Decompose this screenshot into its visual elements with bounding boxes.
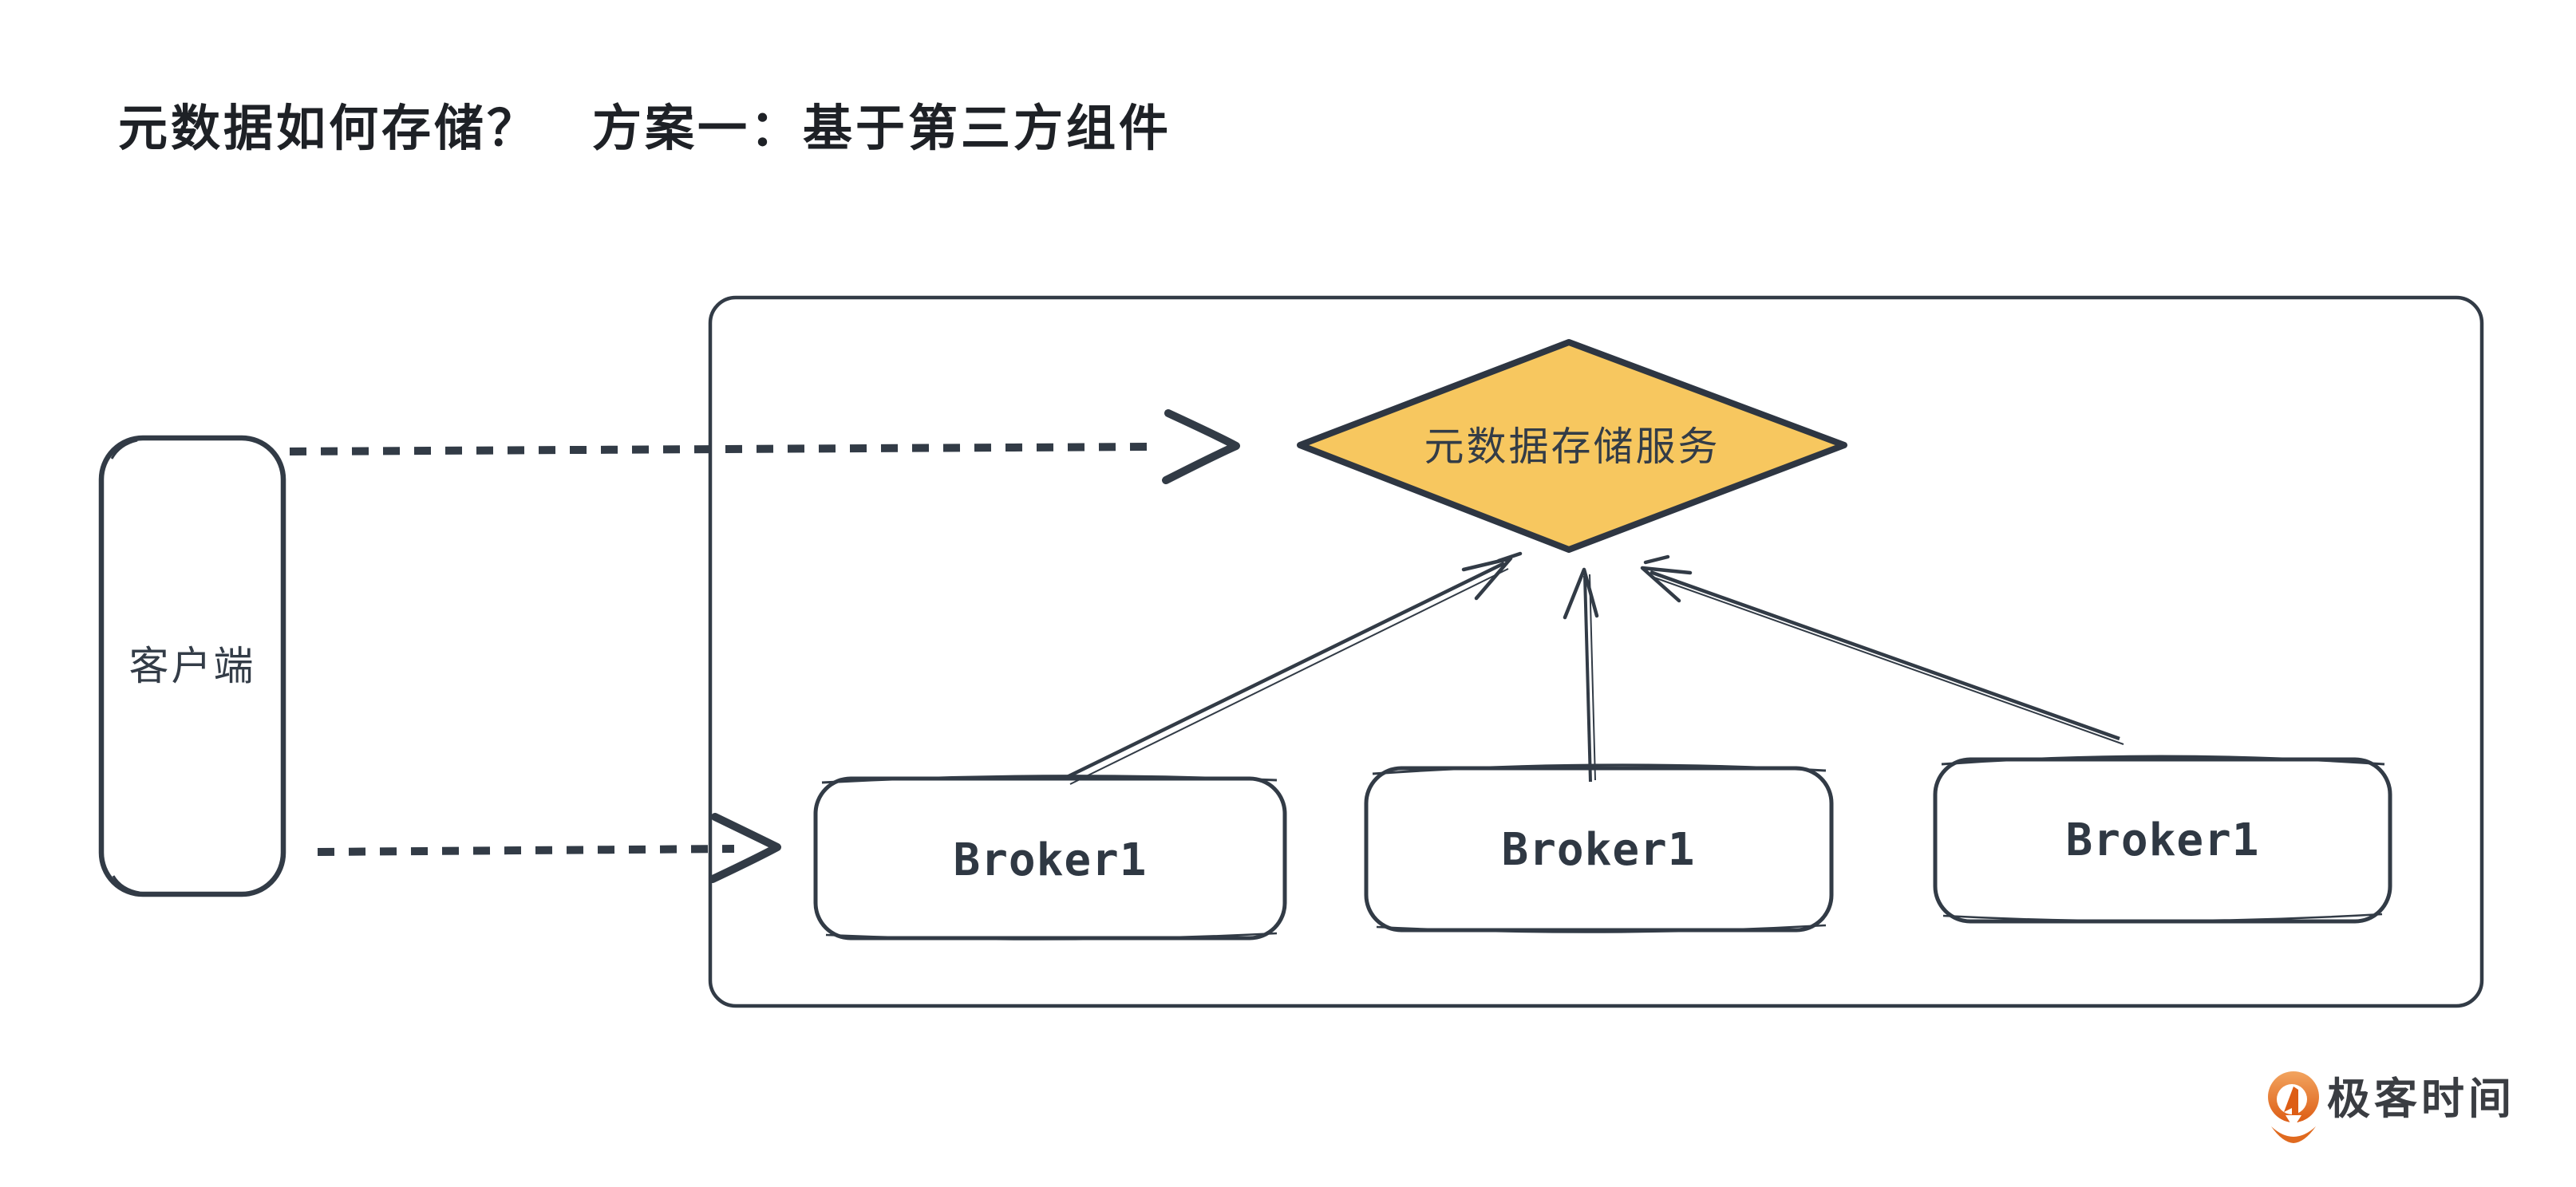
- broker3-node: Broker1: [1933, 755, 2392, 924]
- sketch-stroke: [1372, 763, 1827, 775]
- metadata-service-node: 元数据存储服务: [1297, 339, 1847, 553]
- sketch-stroke: [825, 932, 1278, 941]
- page-title: 元数据如何存储？ 方案一：基于第三方组件: [118, 101, 1171, 156]
- edge-client-to-broker1: [317, 813, 781, 883]
- arrowhead: [1461, 551, 1523, 601]
- sketch-stroke: [1069, 568, 1509, 785]
- sketch-stroke: [110, 439, 138, 459]
- broker1-node: Broker1: [813, 775, 1287, 941]
- edge-broker3-to-service: [1640, 554, 2124, 745]
- arrowhead: [1640, 554, 1693, 603]
- client-label: 客户端: [129, 644, 256, 688]
- edge-broker2-to-service: [1563, 567, 1599, 783]
- broker3-label: Broker1: [2065, 814, 2259, 866]
- sketch-stroke: [112, 875, 140, 894]
- geektime-logo-icon: [2268, 1071, 2319, 1143]
- client-node: 客户端: [98, 435, 286, 897]
- broker2-node: Broker1: [1364, 763, 1834, 933]
- sketch-stroke: [1941, 755, 2385, 766]
- brand-footer: 极客时间: [2268, 1071, 2515, 1143]
- sketch-stroke: [1589, 574, 1596, 781]
- broker1-label: Broker1: [953, 834, 1147, 886]
- component-boundary-box: [708, 295, 2484, 1008]
- arrowhead: [709, 813, 781, 883]
- sketch-stroke: [1376, 924, 1827, 933]
- arrowhead: [1563, 567, 1599, 620]
- edge-broker1-to-service: [1063, 551, 1523, 785]
- broker2-label: Broker1: [1501, 824, 1695, 876]
- arrowhead: [1162, 409, 1240, 484]
- edge-client-to-service: [289, 409, 1240, 484]
- sketch-stroke: [1942, 913, 2383, 922]
- metadata-service-label: 元数据存储服务: [1424, 424, 1721, 469]
- sketch-stroke: [1653, 577, 2124, 745]
- brand-name: 极客时间: [2327, 1075, 2515, 1123]
- sketch-stroke: [821, 775, 1278, 784]
